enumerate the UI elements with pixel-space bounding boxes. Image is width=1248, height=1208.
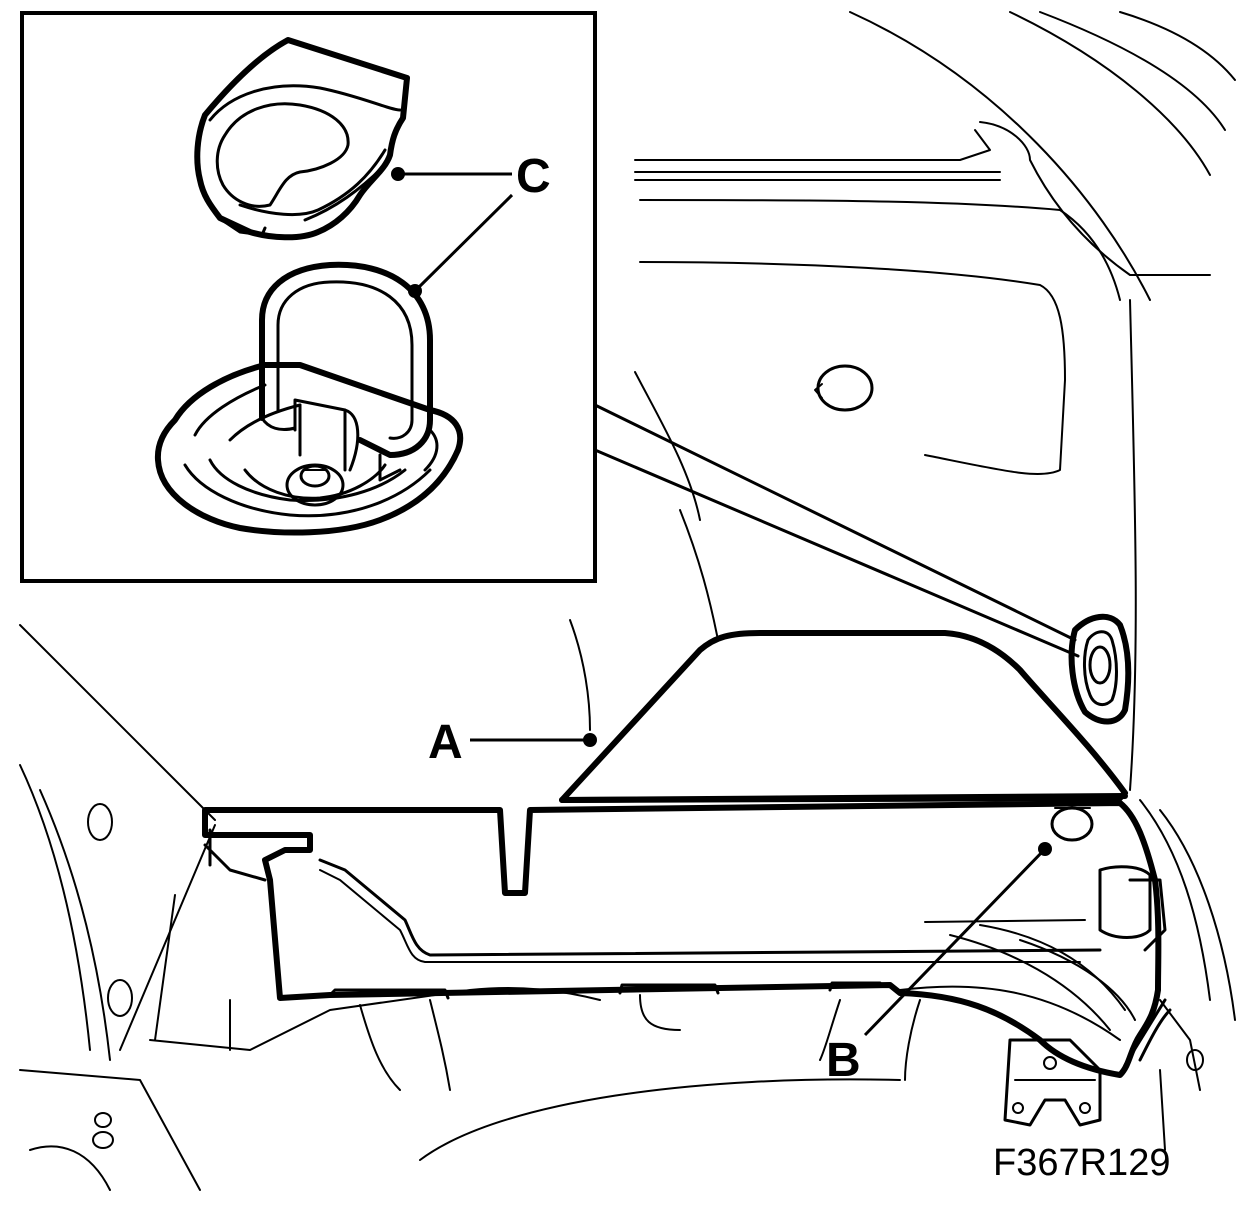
figure-code: F367R129	[993, 1142, 1170, 1184]
callout-c-label: C	[516, 150, 551, 203]
floor-trim-panel-b	[202, 800, 1172, 1078]
side-trim-panel-a	[559, 630, 1128, 803]
tie-down-in-trim	[1068, 613, 1132, 725]
callout-a: A	[428, 716, 597, 769]
callout-a-label: A	[428, 716, 463, 769]
tie-down-cover-cap	[194, 37, 410, 241]
callout-c: C	[391, 150, 551, 298]
inset-detail-frame	[20, 11, 1080, 658]
callout-b-label: B	[826, 1034, 861, 1087]
tie-down-ring-anchor	[154, 261, 464, 536]
callout-b: B	[826, 842, 1052, 1087]
